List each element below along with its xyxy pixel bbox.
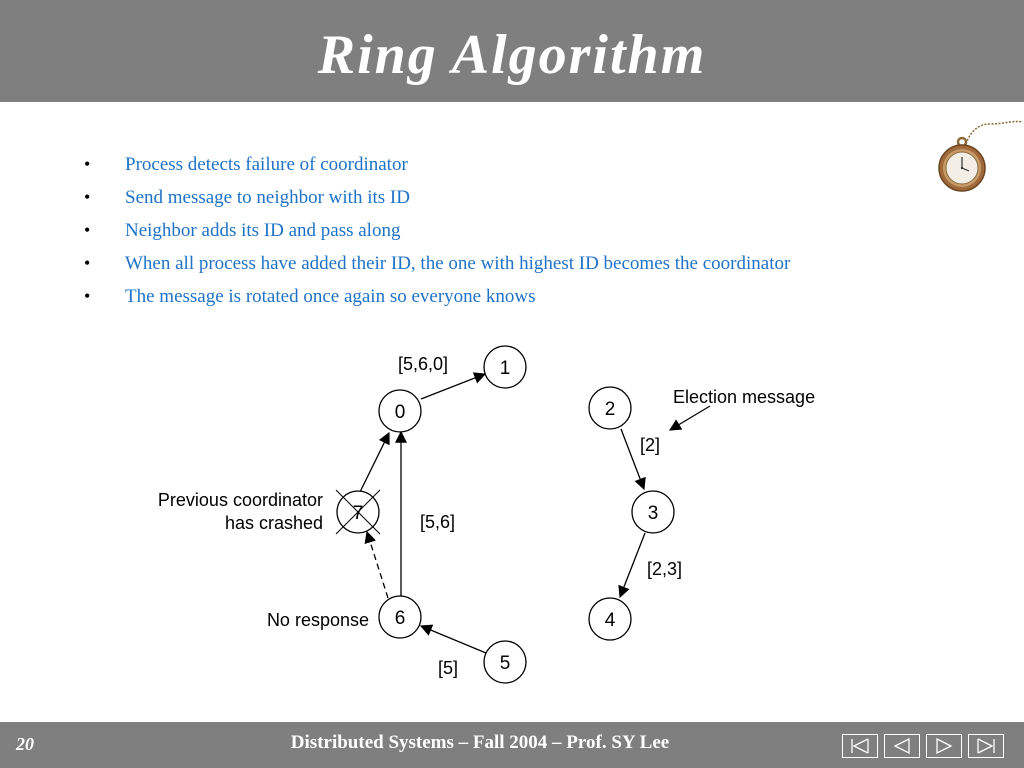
no-response-annotation: No response	[267, 610, 369, 630]
edge-0-to-1	[420, 372, 487, 400]
node-7-label: 7	[353, 503, 364, 524]
bullet-item: • Neighbor adds its ID and pass along	[84, 214, 790, 247]
bullet-text: Neighbor adds its ID and pass along	[125, 220, 401, 241]
node-4-label: 4	[605, 610, 616, 631]
node-7-crashed: 7	[335, 489, 381, 535]
node-2: 2	[588, 386, 632, 430]
edge-label-3-4: [2,3]	[647, 559, 682, 579]
node-1: 1	[483, 345, 527, 389]
pocket-watch-icon	[938, 120, 1023, 192]
election-pointer	[668, 405, 711, 431]
node-0-label: 0	[395, 402, 406, 423]
edge-2-to-3	[620, 428, 646, 491]
bullet-dot: •	[84, 286, 91, 306]
bullet-text: The message is rotated once again so eve…	[125, 286, 536, 307]
election-message-annotation: Election message	[673, 387, 815, 407]
bullet-item: • When all process have added their ID, …	[84, 247, 790, 280]
bullet-text: Send message to neighbor with its ID	[125, 187, 410, 208]
node-0: 0	[378, 389, 422, 433]
bullet-dot: •	[84, 220, 91, 240]
edge-6-to-7-dashed	[364, 530, 389, 599]
bullet-dot: •	[84, 154, 91, 174]
node-5: 5	[483, 640, 527, 684]
crashed-annotation-line2: has crashed	[225, 513, 323, 533]
last-slide-button[interactable]	[968, 734, 1004, 758]
edge-label-5-6: [5]	[438, 658, 458, 678]
node-2-label: 2	[605, 399, 616, 420]
edge-label-2-3: [2]	[640, 435, 660, 455]
bullet-item: • The message is rotated once again so e…	[84, 280, 790, 313]
ring-diagram: 0 1 2 3 4 5 6 7 [5,6,0] [5,6] [5] [2] [2…	[158, 345, 815, 684]
node-3-label: 3	[648, 503, 659, 524]
node-3: 3	[631, 490, 675, 534]
node-6: 6	[378, 595, 422, 639]
node-1-label: 1	[500, 358, 511, 379]
bullet-text: When all process have added their ID, th…	[125, 253, 791, 274]
first-slide-button[interactable]	[842, 734, 878, 758]
node-6-label: 6	[395, 608, 406, 629]
previous-icon	[893, 737, 910, 755]
crashed-annotation-line1: Previous coordinator	[158, 490, 323, 510]
crossed-out-mark	[335, 489, 381, 535]
bullet-item: • Process detects failure of coordinator	[84, 148, 790, 181]
bullet-text: Process detects failure of coordinator	[125, 154, 408, 175]
bullet-dot: •	[84, 187, 91, 207]
skip-to-start-icon	[851, 738, 869, 754]
skip-to-end-icon	[977, 738, 995, 754]
node-4: 4	[588, 597, 632, 641]
footer-text: Distributed Systems – Fall 2004 – Prof. …	[290, 732, 670, 753]
next-slide-button[interactable]	[926, 734, 962, 758]
bullet-item: • Send message to neighbor with its ID	[84, 181, 790, 214]
edge-3-to-4	[618, 532, 646, 599]
edge-5-to-6	[419, 624, 487, 654]
bullet-dot: •	[84, 253, 91, 273]
page-number: 20	[16, 734, 34, 754]
edge-7-to-0	[359, 431, 390, 493]
slide-title: Ring Algorithm	[317, 24, 707, 86]
edge-label-0-1: [5,6,0]	[398, 354, 448, 374]
bullet-list: • Process detects failure of coordinator…	[84, 148, 790, 313]
title-bar	[0, 0, 1024, 102]
node-5-label: 5	[500, 653, 511, 674]
previous-slide-button[interactable]	[884, 734, 920, 758]
edge-label-6-0: [5,6]	[420, 512, 455, 532]
next-icon	[936, 737, 953, 755]
slide-navigation	[842, 734, 1010, 760]
